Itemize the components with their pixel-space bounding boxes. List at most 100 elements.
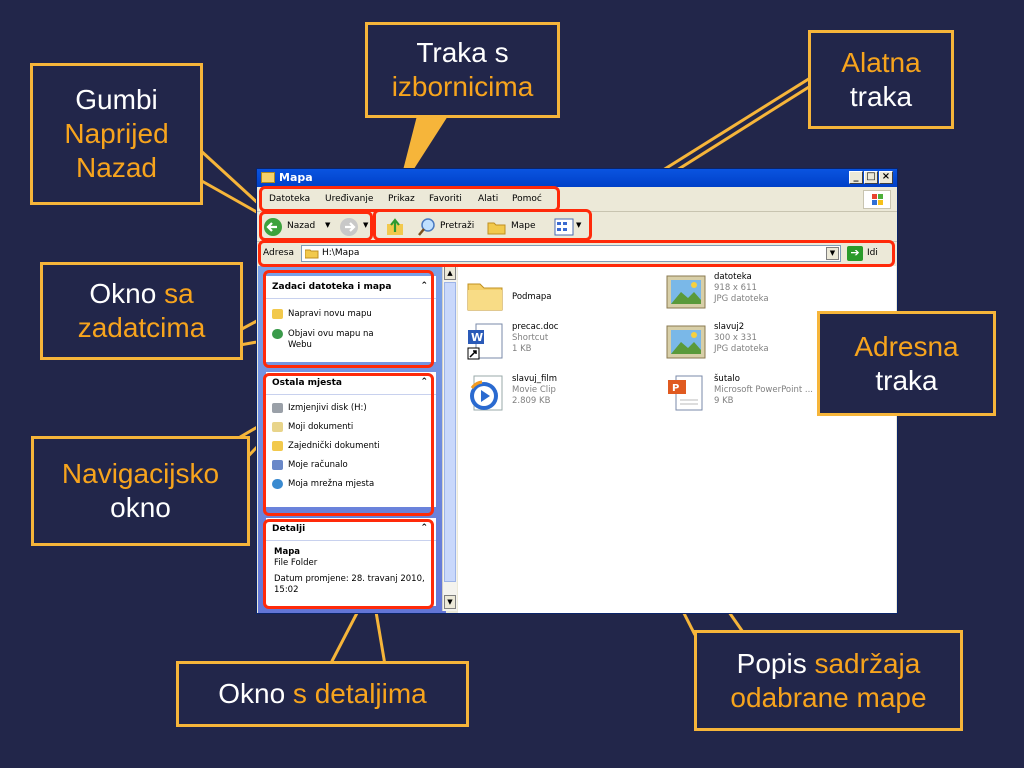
collapse-icon[interactable]: ⌃ [420, 523, 428, 533]
views-icon[interactable] [554, 218, 574, 236]
details-name: Mapa [274, 547, 301, 557]
file-dimensions: 918 x 611 [714, 283, 757, 293]
callout-navigation-line1: Navigacijsko [61, 458, 220, 489]
menu-prikaz[interactable]: Prikaz [388, 194, 415, 204]
network-places-icon [272, 479, 283, 489]
up-folder-icon[interactable] [385, 217, 405, 237]
folders-icon[interactable] [487, 218, 507, 236]
highlight-address-bar [258, 240, 895, 267]
file-item[interactable]: slavuj2 300 x 331 JPG datoteka [666, 322, 866, 366]
file-type: Movie Clip [512, 385, 556, 395]
address-field[interactable]: H:\Mapa ▼ [301, 245, 841, 262]
menu-favoriti[interactable]: Favoriti [429, 194, 462, 204]
callout-details: Okno s detaljima [176, 661, 469, 727]
collapse-icon[interactable]: ⌃ [420, 377, 428, 387]
details-panel-title: Detalji [272, 524, 306, 534]
details-panel-header[interactable]: Detalji ⌃ [266, 518, 436, 540]
highlight-tasks-pane [263, 270, 434, 368]
image-icon [666, 275, 706, 309]
place-network[interactable]: Moja mrežna mjesta [288, 479, 375, 489]
file-type: JPG datoteka [714, 344, 769, 354]
task-publish-web[interactable]: Objavi ovu mapu na Webu [288, 329, 374, 350]
maximize-button[interactable]: □ [864, 171, 878, 184]
details-modified: Datum promjene: 28. travanj 2010, 15:02 [274, 574, 425, 595]
callout-nav-line2: Naprijed [64, 118, 169, 149]
go-button[interactable]: Idi [867, 248, 878, 258]
callout-toolbar-line2: traka [849, 80, 913, 112]
place-shared-documents[interactable]: Zajednički dokumenti [288, 441, 380, 451]
callout-tasks-line2: zadatcima [77, 312, 206, 343]
file-item[interactable]: Podmapa [466, 272, 616, 316]
back-arrow-icon[interactable] [263, 217, 283, 237]
task-pane-scrollbar[interactable]: ▲ ▼ [442, 266, 457, 611]
place-removable-disk[interactable]: Izmjenjivi disk (H:) [288, 403, 367, 413]
folder-icon [261, 172, 275, 183]
scroll-up-icon[interactable]: ▲ [444, 266, 456, 280]
callout-details-a: Okno [218, 678, 293, 709]
file-item[interactable]: W precac.doc Shortcut 1 KB [466, 322, 616, 366]
forward-dropdown-icon[interactable]: ▼ [363, 221, 369, 229]
search-button[interactable]: Pretraži [440, 221, 475, 231]
callout-tasks-line1a: Okno [89, 278, 165, 309]
places-panel-header[interactable]: Ostala mjesta ⌃ [266, 372, 436, 394]
image-icon [666, 325, 706, 359]
file-name: slavuj_film [512, 374, 558, 384]
window-title: Mapa [279, 171, 313, 184]
scroll-down-icon[interactable]: ▼ [444, 595, 456, 609]
views-dropdown-icon[interactable]: ▼ [576, 221, 582, 229]
place-my-documents[interactable]: Moji dokumenti [288, 422, 354, 432]
powerpoint-icon: P [668, 375, 703, 411]
file-item[interactable]: P šutalo Microsoft PowerPoint ... 9 KB [666, 374, 866, 418]
tasks-panel-header[interactable]: Zadaci datoteka i mapa ⌃ [266, 276, 436, 298]
search-icon[interactable] [417, 217, 437, 237]
address-dropdown-icon[interactable]: ▼ [826, 247, 839, 260]
windows-logo-icon [863, 190, 891, 209]
callout-menubar-line1: Traka s [416, 37, 509, 68]
my-computer-icon [272, 460, 283, 470]
folders-button[interactable]: Mape [511, 221, 536, 231]
collapse-icon[interactable]: ⌃ [420, 281, 428, 291]
folder-icon [305, 249, 319, 259]
my-documents-icon [272, 422, 283, 432]
scroll-thumb[interactable] [444, 282, 456, 582]
details-panel: Detalji⌃ Mapa File Folder Datum promjene… [266, 518, 436, 606]
callout-toolbar-line1: Alatna [841, 46, 921, 78]
file-item[interactable]: slavuj_film Movie Clip 2.809 KB [466, 374, 616, 418]
go-arrow-icon[interactable]: ➔ [847, 246, 863, 261]
file-size: 9 KB [714, 396, 734, 406]
file-type: Shortcut [512, 333, 549, 343]
file-name: precac.doc [512, 322, 559, 332]
title-bar[interactable]: Mapa _ □ × [257, 169, 897, 187]
file-type: JPG datoteka [714, 294, 769, 304]
close-button[interactable]: × [879, 171, 893, 184]
menu-uredivanje[interactable]: Uređivanje [325, 194, 374, 204]
back-button[interactable]: Nazad [287, 221, 316, 231]
word-shortcut-icon: W [467, 323, 503, 360]
place-my-computer[interactable]: Moje računalo [288, 460, 348, 470]
minimize-button[interactable]: _ [849, 171, 863, 184]
file-name: slavuj2 [714, 322, 745, 332]
callout-navigation-line2: okno [110, 492, 171, 523]
callout-menubar-line2: izbornicima [391, 71, 534, 102]
task-new-folder[interactable]: Napravi novu mapu [288, 309, 372, 319]
menu-alati[interactable]: Alati [478, 194, 499, 204]
file-name: Podmapa [512, 292, 552, 302]
svg-text:W: W [471, 331, 483, 344]
callout-address-line2: traka [875, 364, 938, 396]
back-dropdown-icon[interactable]: ▼ [325, 221, 331, 229]
address-label: Adresa [263, 248, 294, 258]
menu-datoteka[interactable]: Datoteka [269, 194, 311, 204]
menu-pomoc[interactable]: Pomoć [512, 194, 542, 204]
forward-arrow-icon[interactable] [339, 217, 359, 237]
file-item[interactable]: datoteka 918 x 611 JPG datoteka [666, 272, 866, 316]
file-name: šutalo [714, 374, 740, 384]
tasks-panel-title: Zadaci datoteka i mapa [272, 282, 392, 292]
places-panel-title: Ostala mjesta [272, 378, 342, 388]
highlight-details-pane [263, 519, 434, 609]
highlight-toolbar [373, 209, 592, 241]
